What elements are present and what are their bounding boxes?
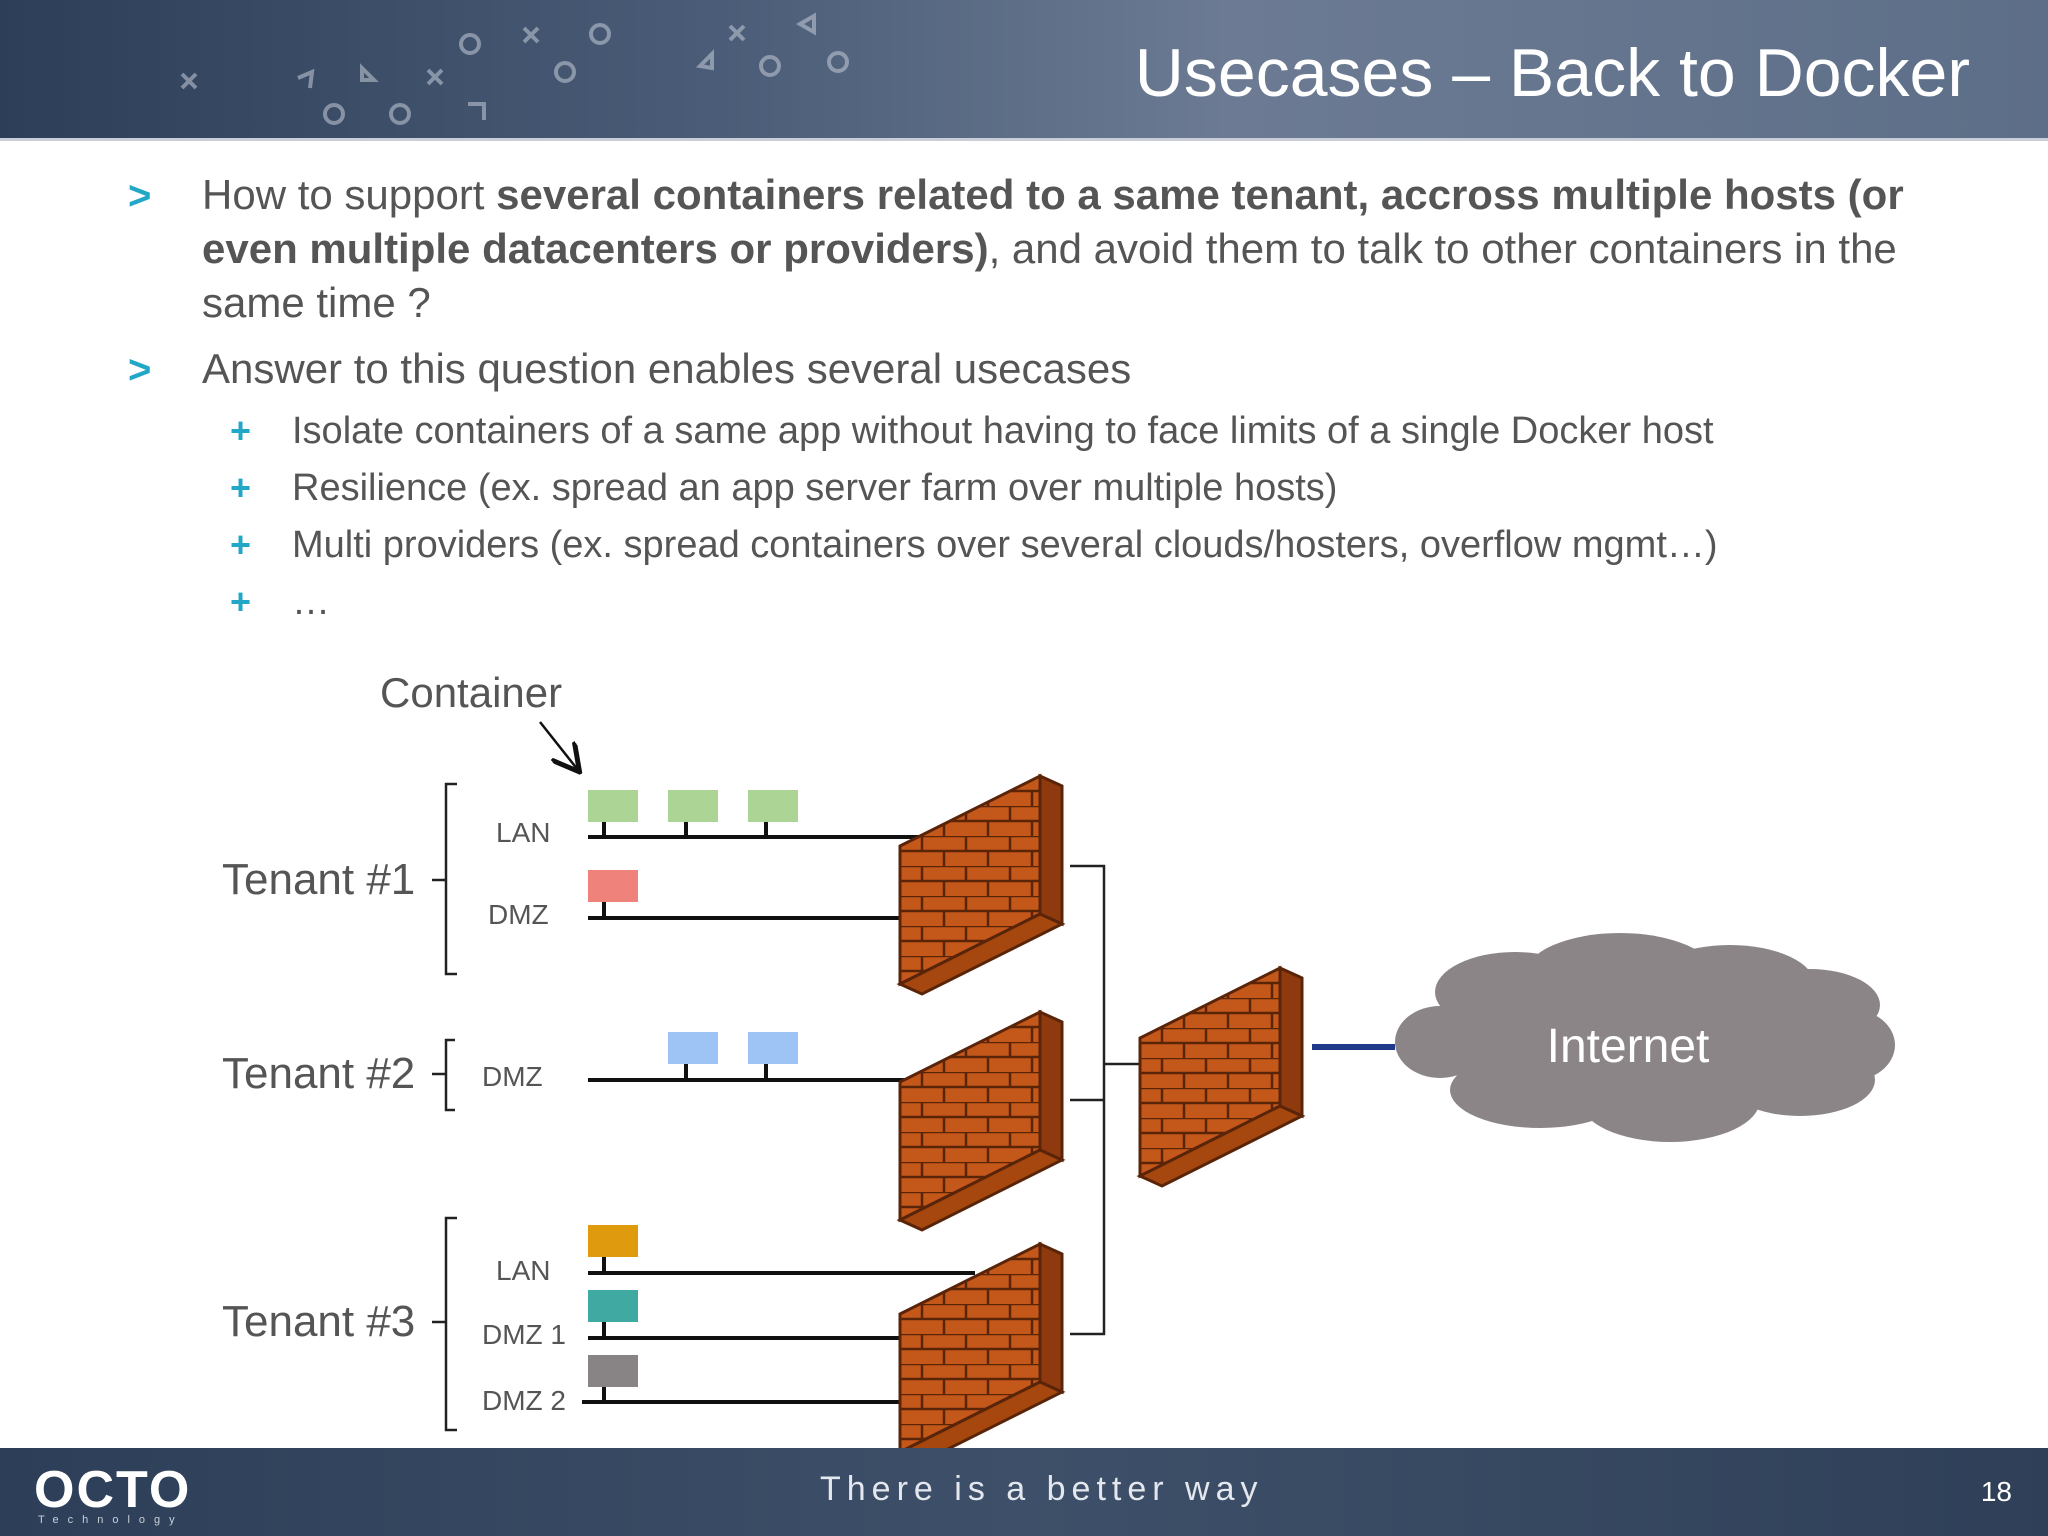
container [668, 1032, 718, 1064]
tenant-3-dmz1-label: DMZ 1 [482, 1319, 566, 1350]
page-number: 18 [1980, 1476, 2012, 1507]
tenant-3-dmz2-label: DMZ 2 [482, 1385, 566, 1416]
container [588, 870, 638, 902]
bullet-marker: > [128, 348, 152, 392]
bullet-2: Answer to this question enables several … [202, 345, 1132, 392]
tenant-3-label: Tenant #3 [222, 1297, 415, 1346]
container-arrow [539, 721, 578, 770]
container [748, 1032, 798, 1064]
container [588, 790, 638, 822]
tenant-2-brace [432, 1038, 455, 1112]
sub-bullet-3: Multi providers (ex. spread containers o… [292, 524, 1718, 566]
tenant-1-dmz-label: DMZ [488, 899, 549, 930]
firewall-trunk [1070, 864, 1145, 1336]
slide-footer: OCTO Technology There is a better way 18 [0, 1448, 2048, 1536]
internet-cloud [1395, 933, 1895, 1142]
tenant-1-lan-label: LAN [496, 817, 550, 848]
slide-title: Usecases – Back to Docker [1134, 35, 1970, 111]
tenant-2-dmz-label: DMZ [482, 1061, 543, 1092]
sub-bullet-2: Resilience (ex. spread an app server far… [292, 467, 1338, 509]
sub-bullet-4: … [292, 581, 330, 623]
sub-bullet-marker: + [230, 467, 252, 508]
container [588, 1355, 638, 1387]
bullet-1: How to support several containers relate… [202, 168, 2002, 330]
tenant-1-brace [432, 782, 457, 976]
tenant-1-label: Tenant #1 [222, 855, 415, 904]
tenant-3-brace [432, 1216, 457, 1432]
octo-logo-subtitle: Technology [38, 1514, 184, 1526]
sub-bullet-1: Isolate containers of a same app without… [292, 410, 1714, 452]
tenant-2-label: Tenant #2 [222, 1049, 415, 1098]
bullet-1-pre: How to support [202, 171, 497, 218]
sub-bullet-marker: + [230, 581, 252, 622]
core-firewall [1138, 966, 1304, 1188]
sub-bullet-marker: + [230, 410, 252, 451]
tenant-1-firewall [898, 774, 1064, 996]
container [668, 790, 718, 822]
tenant-3-lan-label: LAN [496, 1255, 550, 1286]
slide-header: Usecases – Back to Docker [0, 0, 2048, 141]
octo-logo: OCTO [34, 1461, 192, 1519]
container [588, 1290, 638, 1322]
tenant-2-firewall [898, 1010, 1064, 1232]
internet-label: Internet [1547, 1020, 1710, 1073]
bullet-1-bold: several containers related to a same ten… [202, 171, 1904, 272]
container [748, 790, 798, 822]
sub-bullet-marker: + [230, 524, 252, 565]
container-label: Container [380, 669, 562, 716]
footer-tagline: There is a better way [820, 1470, 1264, 1508]
bullet-marker: > [128, 174, 152, 218]
container [588, 1225, 638, 1257]
bullet-1-post: , and avoid them to talk to other contai… [202, 225, 1897, 326]
decorative-symbols [180, 12, 849, 125]
network-diagram: Container Tenant #1 LAN DMZ Tenant #2 DM… [222, 669, 1895, 1448]
